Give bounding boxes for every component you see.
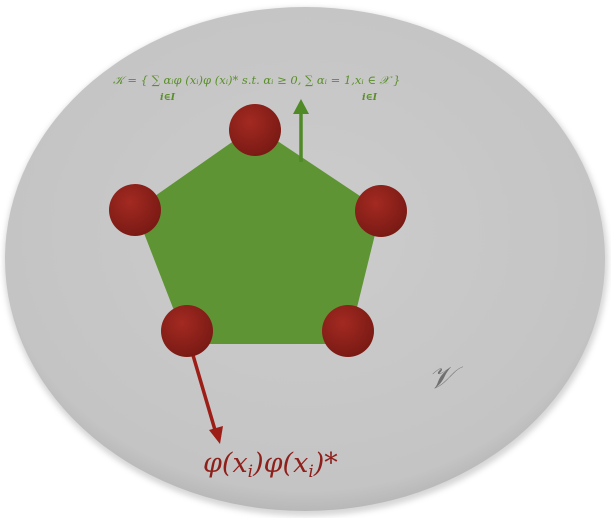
sum-index-1: i∈I: [160, 92, 176, 103]
sum-index-2: i∈I: [362, 92, 378, 103]
vertex-map-label: φ(xi)φ(xi)*: [203, 448, 338, 482]
down-arrow-icon: [209, 426, 223, 444]
map-label-sub1: i: [248, 462, 253, 482]
vertex-bottom-right: [322, 305, 374, 357]
up-arrow-icon: [293, 99, 309, 114]
map-label-end: )*: [313, 448, 339, 479]
map-label-sub2: i: [308, 462, 313, 482]
convex-hull-pentagon: [135, 126, 381, 344]
vertex-left: [109, 184, 161, 236]
vertex-right: [355, 185, 407, 237]
vertex-arrow-line: [188, 344, 217, 431]
map-label-phi: φ(x: [203, 448, 248, 479]
hull-formula: 𝒦 = { ∑ αᵢφ (xᵢ)φ (xᵢ)* s.t. αᵢ ≥ 0, ∑ α…: [113, 73, 400, 87]
vertex-top: [229, 104, 281, 156]
map-label-middle: )φ(x: [252, 448, 308, 479]
vertex-bottom-left: [161, 305, 213, 357]
vertex-group: [109, 104, 407, 357]
